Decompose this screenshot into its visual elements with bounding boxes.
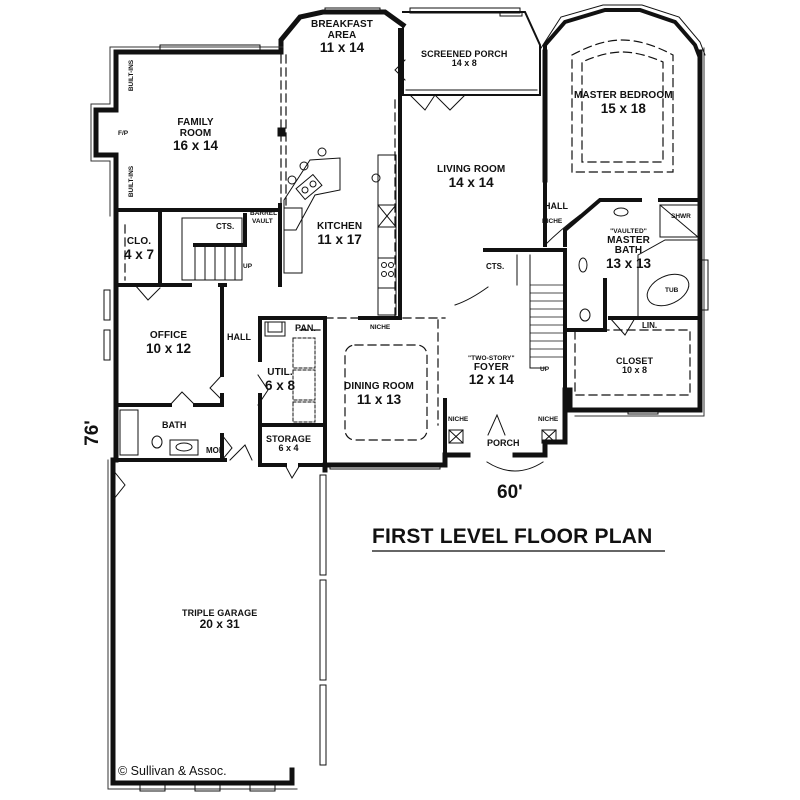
room-size: 11 x 14 — [319, 40, 365, 55]
master-bedroom-bay — [543, 8, 703, 61]
room-size: 10 x 12 — [146, 340, 192, 356]
room-name: FAMILY — [177, 117, 214, 128]
bath-fixtures — [119, 204, 701, 456]
room-name: LIVING ROOM — [437, 164, 506, 175]
label-barrel-vault-1: BARREL — [250, 210, 278, 217]
exterior-outline — [90, 46, 705, 790]
room-master-bath: "VAULTED" MASTER BATH 13 x 13 — [606, 228, 652, 271]
room-name: AREA — [327, 29, 357, 41]
width-dimension: 60' — [497, 482, 523, 503]
door-swings — [112, 59, 636, 501]
label-barrel-vault-2: VAULT — [252, 218, 273, 225]
column-post — [277, 127, 286, 137]
label-up-stair1: UP — [243, 263, 253, 270]
label-niche-dining: NICHE — [370, 324, 391, 331]
label-niche-master: NICHE — [542, 218, 563, 225]
label-hall-west: HALL — [227, 332, 251, 342]
room-master-bedroom: MASTER BEDROOM 15 x 18 — [574, 90, 673, 116]
stairs — [181, 217, 564, 369]
room-name: TRIPLE GARAGE — [182, 608, 258, 618]
windows — [103, 7, 709, 792]
label-up-stair2: UP — [540, 366, 550, 373]
room-size: 6 x 8 — [265, 377, 296, 393]
label-linen: LIN. — [642, 321, 658, 330]
room-closet-master: CLOSET 10 x 8 — [616, 356, 654, 376]
room-name: OFFICE — [149, 330, 188, 341]
room-size: 14 x 8 — [451, 58, 477, 69]
room-breakfast-area: BREAKFAST AREA 11 x 14 — [311, 19, 374, 55]
room-office: OFFICE 10 x 12 — [146, 330, 192, 356]
kitchen-cabinetry — [283, 147, 397, 316]
label-niche-porch-right: NICHE — [538, 416, 559, 423]
room-name: MASTER BEDROOM — [574, 90, 673, 101]
room-storage: STORAGE 6 x 4 — [266, 434, 312, 454]
label-tub: TUB — [665, 287, 679, 294]
label-built-ins-bottom: BUILT-INS — [128, 165, 136, 198]
room-name: MASTER — [607, 234, 650, 246]
room-dining-room: DINING ROOM 11 x 13 — [344, 381, 414, 407]
room-name: ROOM — [179, 127, 212, 139]
label-built-ins-top: BUILT-INS — [128, 59, 136, 92]
label-niche-porch-left: NICHE — [448, 416, 469, 423]
copyright-notice: © Sullivan & Assoc. — [118, 764, 227, 778]
label-cts-foyer: CTS. — [486, 262, 505, 271]
room-name: BREAKFAST — [311, 19, 374, 30]
room-family-room: FAMILY ROOM 16 x 14 — [173, 117, 219, 153]
interior-walls — [114, 28, 702, 467]
room-size: 20 x 31 — [199, 617, 240, 632]
room-note: "VAULTED" — [610, 228, 647, 235]
room-size: 14 x 14 — [448, 174, 494, 190]
label-shower: SHWR — [671, 213, 691, 220]
plan-title: FIRST LEVEL FLOOR PLAN — [372, 525, 653, 548]
room-name: FOYER — [473, 361, 509, 373]
room-triple-garage: TRIPLE GARAGE 20 x 31 — [182, 608, 258, 632]
room-utility: UTIL. 6 x 8 — [265, 367, 296, 393]
room-size: 12 x 14 — [468, 372, 514, 388]
label-mop: MOP — [206, 446, 225, 455]
room-size: 15 x 18 — [600, 100, 646, 116]
room-size: 11 x 13 — [356, 391, 402, 407]
room-foyer: "TWO-STORY" FOYER 12 x 14 — [468, 355, 515, 388]
label-hall-master: HALL — [544, 201, 568, 211]
room-size: 10 x 8 — [622, 365, 648, 376]
room-living-room: LIVING ROOM 14 x 14 — [437, 164, 506, 190]
room-name: CLOSET — [616, 356, 654, 366]
room-name: SCREENED PORCH — [421, 49, 508, 59]
room-screened-porch: SCREENED PORCH 14 x 8 — [421, 49, 508, 69]
label-pantry: PAN. — [295, 323, 316, 333]
room-note: "TWO-STORY" — [468, 355, 515, 362]
label-porch: PORCH — [487, 438, 520, 448]
room-name: BATH — [614, 245, 643, 257]
room-kitchen: KITCHEN 11 x 17 — [317, 221, 363, 247]
room-size: 11 x 17 — [317, 231, 362, 247]
title-underline — [372, 550, 665, 552]
room-name: STORAGE — [266, 434, 312, 444]
dashed-lines — [124, 39, 691, 441]
niche-boxes — [448, 429, 557, 444]
room-name: KITCHEN — [317, 221, 363, 232]
depth-dimension: 76' — [81, 420, 103, 446]
room-name: DINING ROOM — [344, 381, 414, 392]
exterior-walls — [93, 9, 703, 786]
room-name: CLO. — [126, 236, 152, 247]
room-name: UTIL. — [267, 367, 293, 378]
room-size: 6 x 4 — [278, 443, 299, 454]
room-size: 13 x 13 — [606, 255, 652, 271]
label-cts-stair: CTS. — [216, 222, 235, 231]
label-bath: BATH — [162, 420, 187, 430]
room-closet-small: CLO. 4 x 7 — [124, 236, 155, 262]
label-fireplace: F/P — [118, 130, 129, 137]
room-size: 16 x 14 — [173, 138, 219, 153]
room-size: 4 x 7 — [124, 246, 155, 262]
